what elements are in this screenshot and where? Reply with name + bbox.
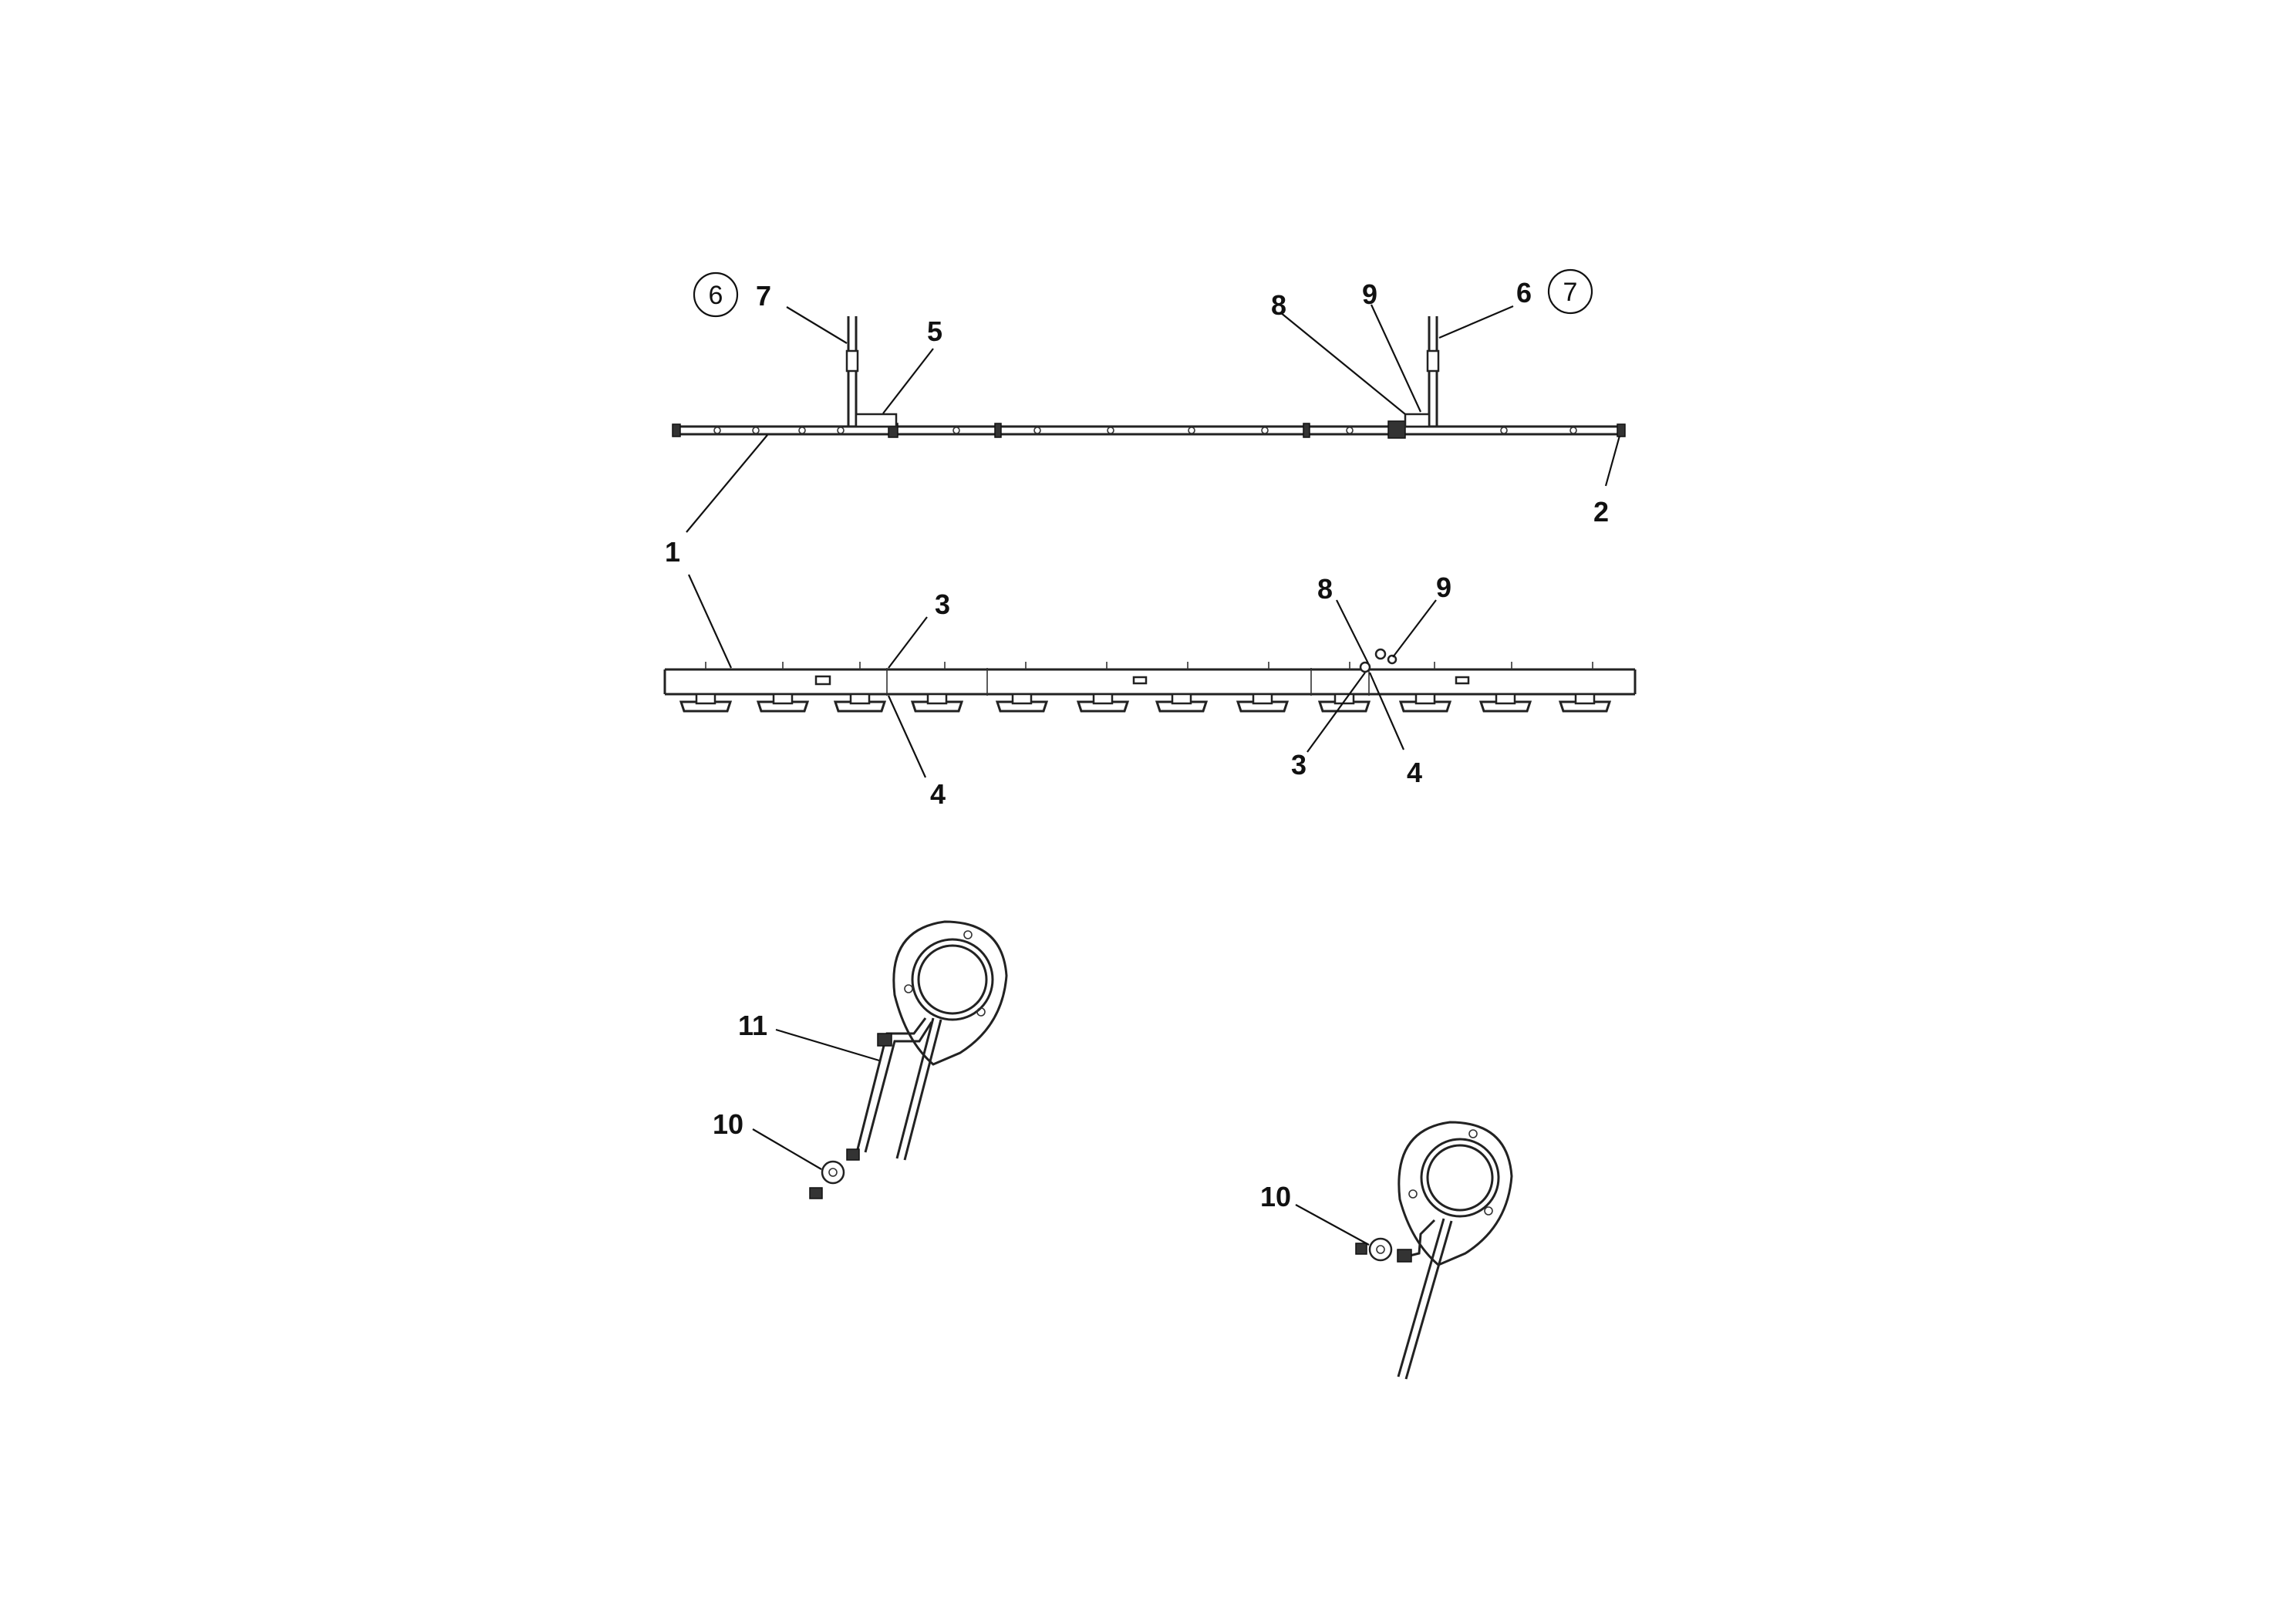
- callout-8-mid: 8: [1317, 573, 1333, 605]
- cutting-discs: [679, 693, 1612, 713]
- callout-9-mid: 9: [1436, 572, 1451, 603]
- callout-7: 7: [756, 280, 771, 312]
- callout-11: 11: [738, 1010, 767, 1041]
- detail-left-assembly: [809, 920, 1008, 1199]
- callout-1: 1: [665, 536, 680, 568]
- top-view-assembly: [672, 316, 1626, 439]
- right-upright-bracket: [1404, 316, 1440, 428]
- callout-6-circled: 6: [709, 281, 723, 310]
- callout-5: 5: [927, 315, 942, 347]
- callout-10-right: 10: [1260, 1181, 1291, 1212]
- callout-3-left: 3: [935, 588, 950, 620]
- callout-8-top: 8: [1271, 289, 1286, 321]
- callout-2: 2: [1593, 496, 1609, 528]
- callout-6-top-right: 6: [1516, 277, 1532, 309]
- leader-lines: [686, 304, 1621, 1246]
- circle-marker: [1547, 268, 1593, 315]
- callout-7-circled: 7: [1563, 278, 1578, 307]
- circle-marker: [693, 271, 739, 318]
- callout-10-left: 10: [713, 1108, 743, 1140]
- callout-3-right: 3: [1291, 749, 1306, 781]
- beam-bolts: [672, 420, 1626, 439]
- callout-4-right: 4: [1407, 757, 1422, 788]
- callout-4-left: 4: [930, 778, 946, 810]
- callout-9-top: 9: [1362, 278, 1377, 310]
- side-view-assembly: [663, 648, 1637, 713]
- detail-right-assembly: [1355, 1121, 1513, 1380]
- bar-ticks: [705, 662, 1593, 669]
- callout-labels: 6 7 5 8 9 6 7 1 2 3 4 8 9 3 4 11 10 10: [665, 268, 1609, 1212]
- left-upright-bracket: [845, 316, 898, 428]
